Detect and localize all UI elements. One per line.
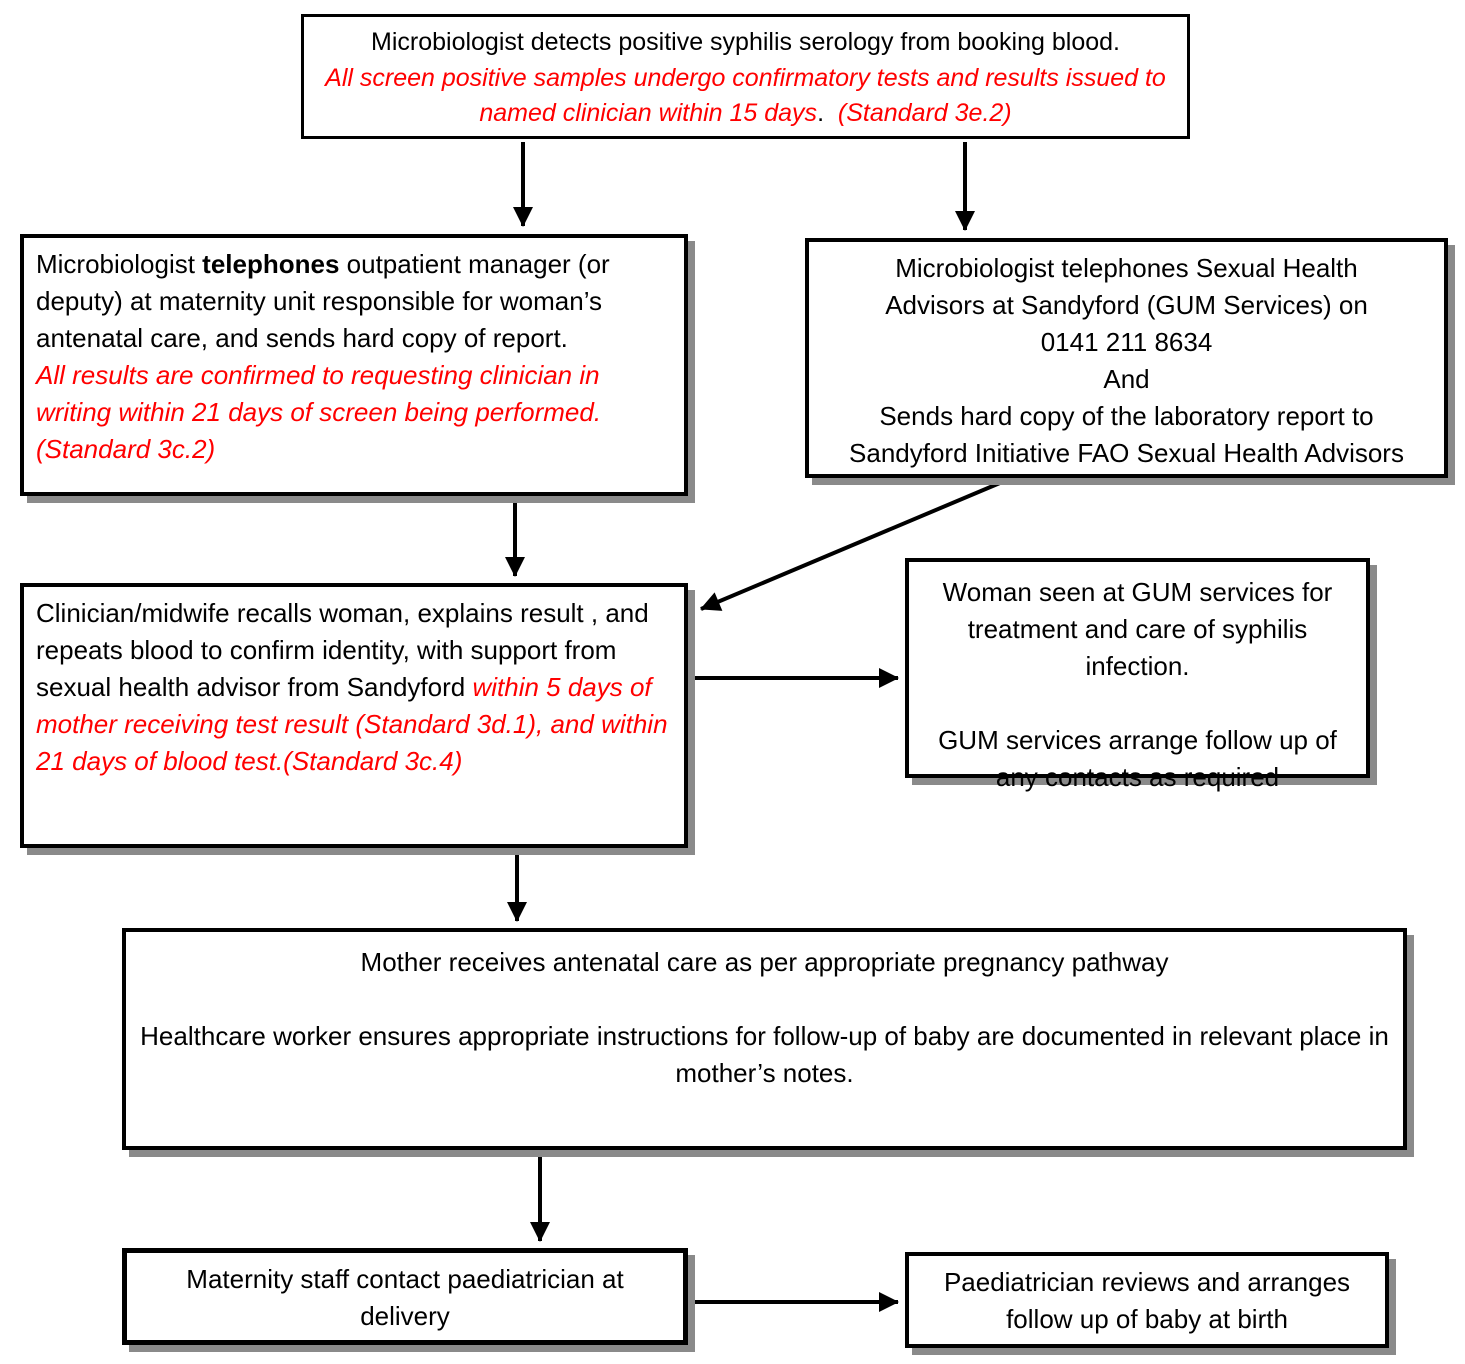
arrow-sandyford-to-clinician-icon <box>700 478 1008 611</box>
node-paediatrician-review: Paediatrician reviews and arranges follo… <box>905 1252 1389 1348</box>
node-maternity-contact: Maternity staff contact paediatrician at… <box>122 1248 688 1345</box>
node-detect-serology-text: Microbiologist detects positive syphilis… <box>325 28 1173 127</box>
node-clinician-recall: Clinician/midwife recalls woman, explain… <box>20 583 688 848</box>
node-antenatal-care-text: Mother receives antenatal care as per ap… <box>140 947 1389 1088</box>
node-antenatal-care: Mother receives antenatal care as per ap… <box>122 928 1407 1150</box>
node-gum-treatment-text: Woman seen at GUM services for treatment… <box>938 577 1337 792</box>
node-telephone-sandyford: Microbiologist telephones Sexual Health … <box>805 238 1448 478</box>
node-telephone-outpatient: Microbiologist telephones outpatient man… <box>20 234 688 496</box>
node-detect-serology: Microbiologist detects positive syphilis… <box>301 14 1190 139</box>
node-telephone-outpatient-text: Microbiologist telephones outpatient man… <box>36 249 610 464</box>
node-clinician-recall-text: Clinician/midwife recalls woman, explain… <box>36 598 675 776</box>
node-paediatrician-review-text: Paediatrician reviews and arranges follo… <box>943 1267 1358 1334</box>
node-telephone-sandyford-text: Microbiologist telephones Sexual Health … <box>849 253 1404 468</box>
node-gum-treatment: Woman seen at GUM services for treatment… <box>905 558 1370 792</box>
node-maternity-contact-text: Maternity staff contact paediatrician at… <box>186 1264 631 1331</box>
